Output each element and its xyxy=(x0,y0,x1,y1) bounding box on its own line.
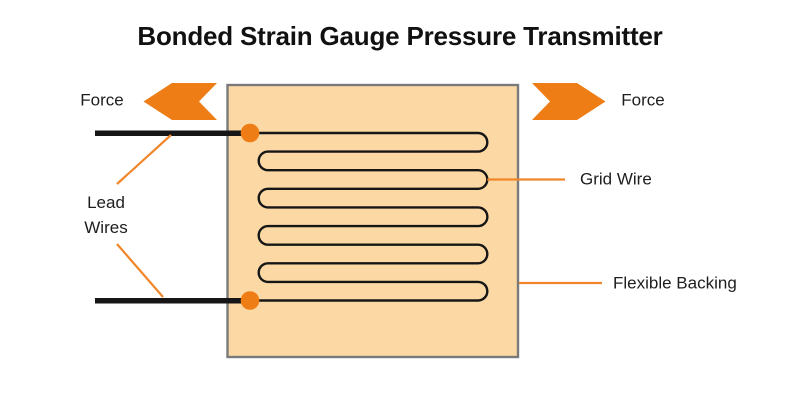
force-arrow-right-icon xyxy=(532,83,606,120)
pointer-line-lead-wire-top xyxy=(116,134,172,185)
pointer-line-lead-wire-bottom xyxy=(116,243,164,298)
flexible-backing-label: Flexible Backing xyxy=(613,273,737,293)
solder-dot-bottom-icon xyxy=(240,291,260,310)
lead-wires-label: Lead Wires xyxy=(84,193,128,237)
force-arrow-left-icon xyxy=(143,83,217,120)
grid-wire-label: Grid Wire xyxy=(580,169,652,189)
force-left-label: Force xyxy=(80,90,124,110)
solder-dot-top-icon xyxy=(240,123,260,143)
flexible-backing-rect xyxy=(226,83,520,359)
page-title: Bonded Strain Gauge Pressure Transmitter xyxy=(137,21,663,51)
force-right-label: Force xyxy=(621,90,665,110)
grid-wire-path xyxy=(250,131,489,302)
